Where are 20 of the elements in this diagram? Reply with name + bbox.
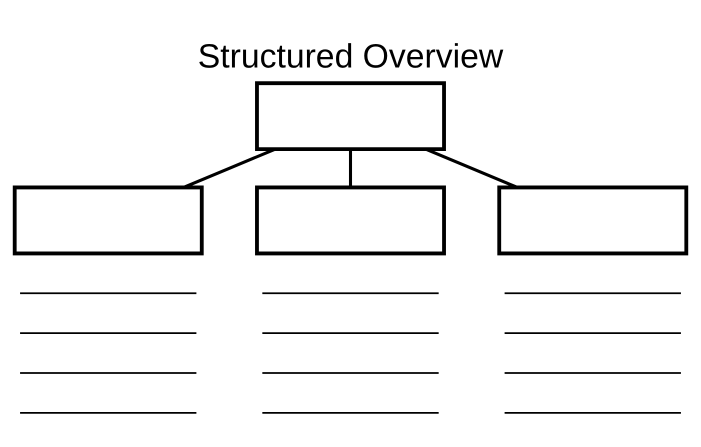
node-line: [262, 292, 439, 294]
node-line: [504, 292, 681, 294]
connector: [182, 148, 276, 189]
node-line: [262, 372, 439, 374]
node-box: [255, 81, 446, 152]
node-line: [504, 332, 681, 334]
node-box: [12, 186, 204, 256]
node-line: [504, 372, 681, 374]
diagram-title: Structured Overview: [198, 37, 504, 76]
node-line: [20, 332, 196, 334]
node-line: [262, 332, 439, 334]
node-box: [255, 186, 446, 256]
node-line: [20, 412, 196, 414]
node-box: [497, 186, 688, 256]
connector: [348, 149, 352, 188]
node-line: [20, 372, 196, 374]
node-line: [504, 412, 681, 414]
node-line: [262, 412, 439, 414]
node-line: [20, 292, 196, 294]
connector: [425, 148, 518, 189]
